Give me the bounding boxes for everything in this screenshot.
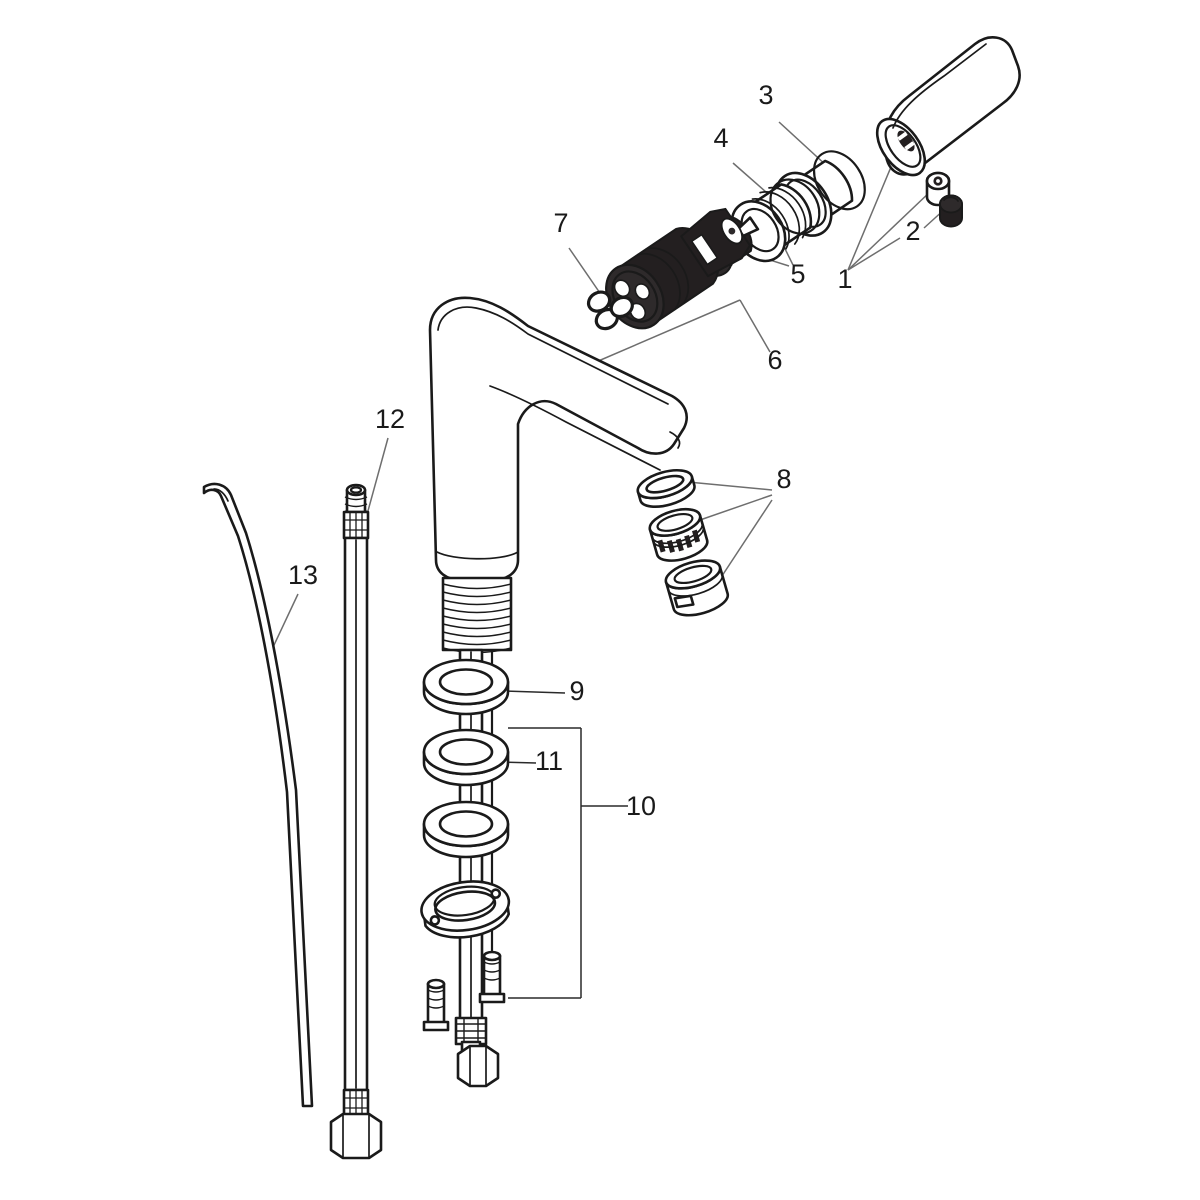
handle-lever (875, 36, 1021, 177)
cartridge (605, 207, 751, 330)
callout-label-13: 13 (288, 560, 318, 590)
callout-labels: 1 2 3 4 5 6 7 8 9 10 11 12 13 (288, 80, 921, 821)
callout-label-3: 3 (758, 80, 773, 110)
threaded-retaining-nut (730, 178, 821, 263)
callout-label-1: 1 (837, 264, 852, 294)
callout-label-10: 10 (626, 791, 656, 821)
callout-label-9: 9 (569, 676, 584, 706)
callout-label-5: 5 (790, 259, 805, 289)
middle-washer (422, 728, 510, 787)
pull-rod (202, 482, 314, 1108)
hex-nut-fitting (454, 1016, 500, 1088)
aerator-housing (664, 559, 730, 617)
callout-label-8: 8 (776, 464, 791, 494)
mounting-stud-left (422, 978, 450, 1032)
callout-label-6: 6 (767, 345, 782, 375)
upper-washer (422, 658, 510, 716)
aerator-screen (648, 507, 709, 562)
lower-washer (422, 800, 510, 859)
mounting-stud-right (478, 950, 506, 1004)
callout-label-4: 4 (713, 123, 728, 153)
threaded-shank (441, 576, 513, 654)
supply-hose (329, 483, 383, 1160)
callout-label-12: 12 (375, 404, 405, 434)
callout-label-11: 11 (535, 746, 563, 776)
aerator-ring (636, 468, 696, 508)
callout-label-7: 7 (553, 208, 568, 238)
cartridge-seal-gasket (586, 290, 634, 331)
callout-label-2: 2 (905, 216, 920, 246)
mounting-plate (420, 880, 511, 939)
screw-plug-cap (939, 194, 963, 228)
